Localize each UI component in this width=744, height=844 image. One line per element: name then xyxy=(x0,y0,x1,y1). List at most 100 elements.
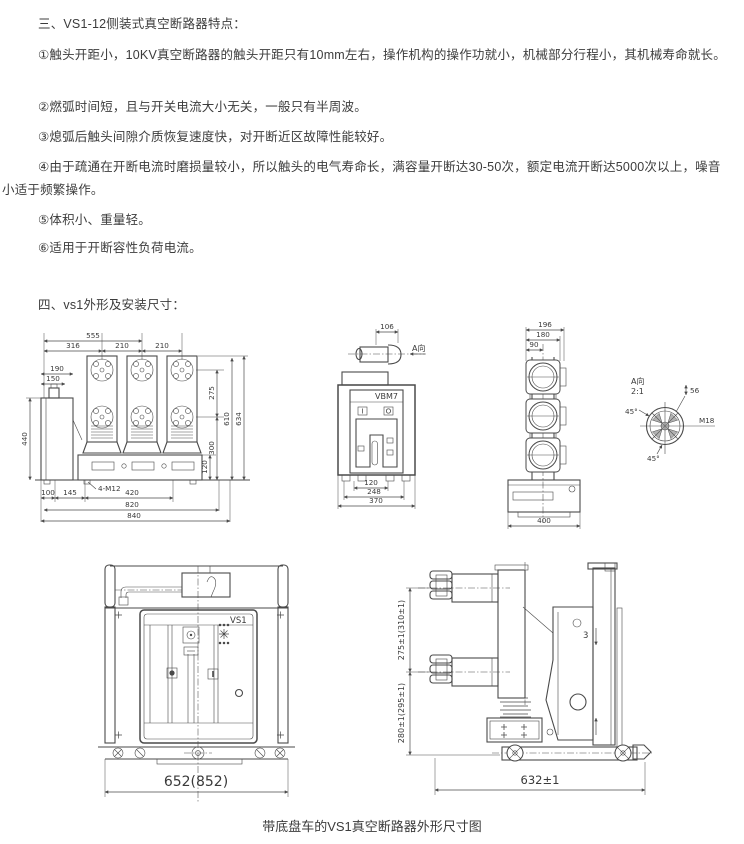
truck-base xyxy=(98,746,295,765)
vs1-panel: VS1 xyxy=(139,609,258,744)
on-button-mark xyxy=(207,668,219,680)
dim-440: 440 xyxy=(20,432,29,446)
feature-item-3: ③熄弧后触头间隙介质恢复速度快，对开断近区故障性能较好。 xyxy=(38,130,393,144)
view-a-title: A向 xyxy=(631,376,644,386)
dim-196: 196 xyxy=(538,320,552,329)
shaft-pedestal xyxy=(341,371,389,386)
dimensions-right: 275 300 120 610 634 xyxy=(196,355,248,481)
dim-370: 370 xyxy=(369,496,383,505)
interlock-pipe xyxy=(115,566,231,606)
right-wheels xyxy=(254,747,286,759)
center-coupler xyxy=(184,746,212,760)
bolt-label: 4-M12 xyxy=(98,484,121,493)
dim-150: 150 xyxy=(46,374,60,383)
dim-100: 100 xyxy=(41,488,55,497)
thread-m18: M18 xyxy=(699,416,715,425)
lower-bushing xyxy=(418,654,510,687)
dim-840: 840 xyxy=(127,511,141,520)
dim-210b: 210 xyxy=(155,341,169,350)
corner-marks xyxy=(115,611,284,739)
side-view-drawing: 106 A向 VBM7 I O xyxy=(337,322,426,509)
dim-634: 634 xyxy=(234,412,243,426)
panel-model-label: VBM7 xyxy=(375,392,398,401)
panel-model-label: VS1 xyxy=(230,616,247,626)
dim-145: 145 xyxy=(63,488,77,497)
dimensions-top: 196 180 90 xyxy=(525,320,565,361)
junction-box xyxy=(486,717,543,743)
front-wheel xyxy=(506,744,524,762)
feature-item-1: ①触头开距小，10KV真空断路器的触头开距只有10mm左右，操作机构的操作功就小… xyxy=(38,48,726,62)
detail-view-drawing: A向 2:1 56 M18 45° 45° xyxy=(625,376,715,463)
dim-120: 120 xyxy=(200,460,209,474)
pole-count-label: 3 xyxy=(583,631,588,641)
dim-190: 190 xyxy=(50,364,64,373)
dim-106: 106 xyxy=(380,322,394,331)
feature-item-6: ⑥适用于开断容性负荷电流。 xyxy=(38,241,202,255)
housing-outline xyxy=(337,384,416,476)
feature-item-5: ⑤体积小、重量轻。 xyxy=(38,213,152,227)
section4-heading: 四、vs1外形及安装尺寸： xyxy=(38,298,186,312)
base-beam xyxy=(77,454,203,481)
upper-bushing xyxy=(418,570,510,603)
latch-hook xyxy=(632,744,652,760)
truck-side-drawing: 3 xyxy=(397,562,652,795)
dim-90: 90 xyxy=(529,340,539,349)
off-button: O xyxy=(386,407,392,416)
dim-210a: 210 xyxy=(115,341,129,350)
dim-300: 300 xyxy=(207,441,216,455)
pole-units xyxy=(525,359,567,473)
dimensions-bottom: 120 248 370 xyxy=(337,475,416,509)
section3-heading: 三、VS1-12侧装式真空断路器特点： xyxy=(38,17,246,31)
detail-callouts: 56 M18 45° 45° xyxy=(625,384,715,463)
dimension-width: 652(852) xyxy=(104,759,289,797)
dimensions-left: 275±1(310±1) 280±1(295±1) xyxy=(397,587,500,756)
dim-280-295: 280±1(295±1) xyxy=(397,683,406,743)
indicator-symbol xyxy=(218,623,230,645)
rear-wheel xyxy=(614,744,632,762)
dim-275-310: 275±1(310±1) xyxy=(397,600,406,660)
mechanism-plate xyxy=(545,606,594,741)
dim-275: 275 xyxy=(207,386,216,400)
truck-front-drawing: VS1 xyxy=(98,564,295,802)
dimension-bottom: 400 xyxy=(507,512,581,529)
bellows xyxy=(500,697,531,718)
on-button: I xyxy=(361,407,363,416)
mechanism-box xyxy=(40,383,83,481)
pole-housing: 3 xyxy=(494,562,623,749)
dim-316: 316 xyxy=(66,341,80,350)
view-a-label: A向 xyxy=(412,343,425,353)
frame xyxy=(104,564,289,802)
panel-recess xyxy=(355,418,398,468)
dim-dia-56: 56 xyxy=(690,386,700,395)
dim-632: 632±1 xyxy=(521,773,560,787)
operating-shaft: 106 A向 xyxy=(348,322,426,365)
dimension-bottom: 632±1 xyxy=(434,758,646,795)
dim-120: 120 xyxy=(364,478,378,487)
dim-652-852: 652(852) xyxy=(164,774,228,790)
off-button-mark xyxy=(166,667,178,679)
angle-45-upper: 45° xyxy=(625,407,638,416)
dim-248: 248 xyxy=(367,487,381,496)
mounting-feet xyxy=(341,474,411,482)
dim-820: 820 xyxy=(125,500,139,509)
angle-45-lower: 45° xyxy=(647,454,660,463)
dimension-left: 440 xyxy=(20,397,41,481)
dimensions-top: 555 316 210 210 190 150 xyxy=(40,331,183,398)
keyhole xyxy=(234,688,244,698)
chassis-box xyxy=(507,479,581,518)
dimensions-bottom: 100 145 420 4-M12 820 840 xyxy=(40,480,231,523)
pole-assembly xyxy=(82,355,202,454)
dim-420: 420 xyxy=(125,488,139,497)
feature-item-4: ④由于疏通在开断电流时磨损量较小，所以触头的电气寿命长，满容量开断达30-50次… xyxy=(2,160,721,197)
figure-caption: 带底盘车的VS1真空断路器外形尺寸图 xyxy=(262,819,482,834)
dim-180: 180 xyxy=(536,330,550,339)
feature-item-2: ②燃弧时间短，且与开关电流大小无关，一般只有半周波。 xyxy=(38,100,367,114)
rear-view-drawing: 196 180 90 xyxy=(507,320,581,529)
front-view-drawing: 555 316 210 210 190 150 440 275 xyxy=(20,331,250,523)
dim-555: 555 xyxy=(86,331,100,340)
terminal-detail xyxy=(640,402,715,454)
view-scale: 2:1 xyxy=(631,387,644,396)
vbm7-panel: VBM7 I O xyxy=(349,389,404,474)
truck-chassis xyxy=(492,744,652,762)
